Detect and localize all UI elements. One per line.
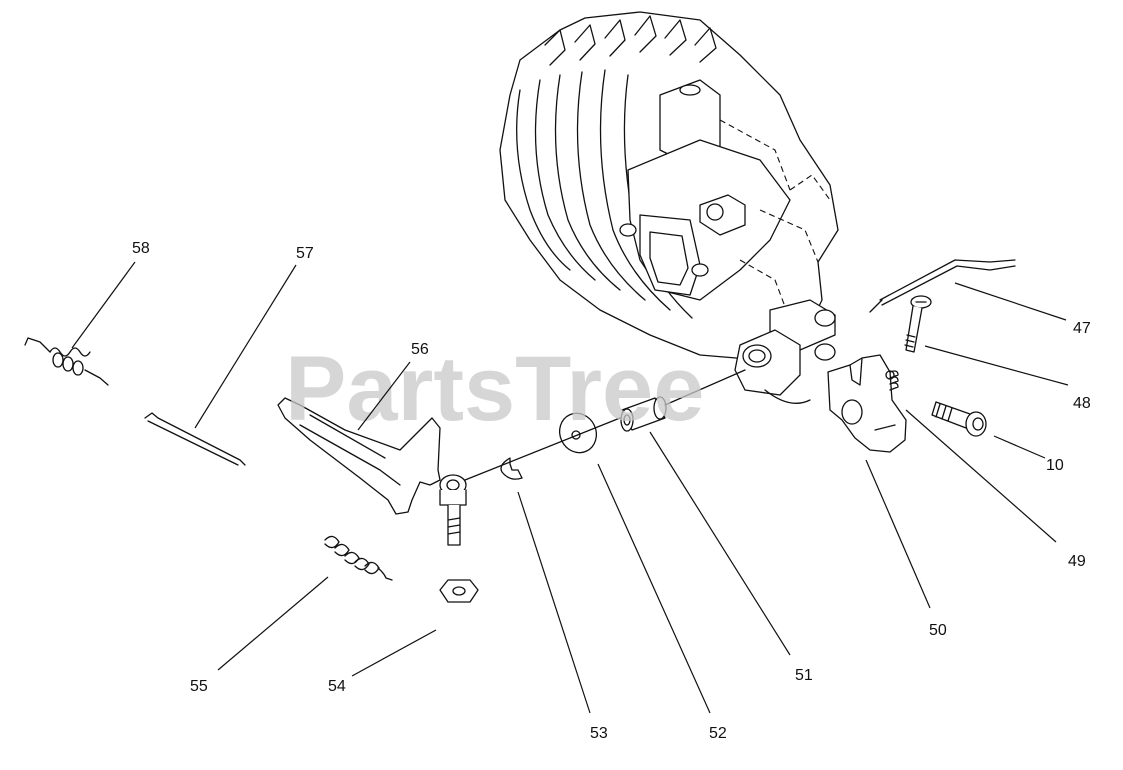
leader-52 [597, 463, 711, 714]
leader-49 [905, 409, 1057, 543]
callout-57: 57 [296, 245, 314, 262]
part-52-washer-drawing [558, 412, 598, 454]
leader-53 [517, 491, 591, 714]
part-55-spring-drawing [324, 535, 393, 581]
callout-48: 48 [1073, 395, 1091, 412]
assembly-axis-line [464, 369, 746, 481]
leader-48 [924, 345, 1069, 386]
callout-49: 49 [1068, 553, 1086, 570]
leader-50 [865, 459, 931, 609]
leader-54 [351, 629, 437, 677]
callout-58: 58 [132, 240, 150, 257]
leader-lines [71, 261, 1069, 714]
callout-52: 52 [709, 725, 727, 742]
part-50-bracket-drawing [827, 354, 907, 453]
leader-56 [357, 361, 411, 431]
leader-58 [71, 261, 136, 349]
callout-55: 55 [190, 678, 208, 695]
watermark-text: PartsTree [285, 338, 704, 440]
part-49-spring-drawing [889, 370, 899, 391]
callout-labels: 58 57 56 55 54 53 52 51 50 49 10 48 47 [132, 240, 1091, 742]
callout-10: 10 [1046, 457, 1064, 474]
callout-50: 50 [929, 622, 947, 639]
part-10-screw-drawing [931, 401, 987, 437]
leader-57 [194, 264, 297, 429]
callout-47: 47 [1073, 320, 1091, 337]
engine-block-drawing [499, 11, 839, 404]
leader-47 [954, 282, 1067, 321]
callout-53: 53 [590, 725, 608, 742]
leader-10 [993, 435, 1046, 459]
part-51-bushing-drawing [620, 396, 667, 432]
part-56-governor-lever-drawing [277, 397, 467, 546]
part-47-throttle-link-drawing [869, 259, 1016, 313]
leader-51 [649, 431, 791, 656]
callout-51: 51 [795, 667, 813, 684]
leader-55 [217, 576, 329, 671]
callout-54: 54 [328, 678, 346, 695]
part-57-link-rod-drawing [144, 412, 246, 466]
part-48-screw-drawing [904, 295, 932, 353]
part-54-nut-drawing [439, 579, 479, 603]
part-58-spring-drawing [24, 337, 109, 386]
callout-56: 56 [411, 341, 429, 358]
